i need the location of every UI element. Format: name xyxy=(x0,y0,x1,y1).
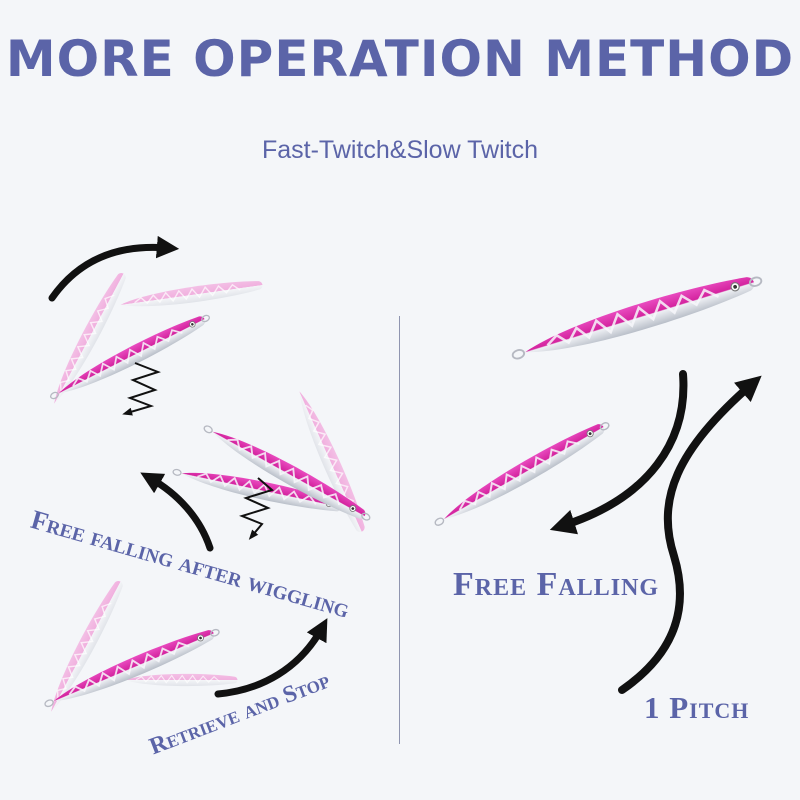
label-1-pitch: 1 Pitch xyxy=(644,690,750,725)
ghost-lure xyxy=(43,577,129,717)
zigzag-arrow-icon xyxy=(238,477,275,540)
curved-arrow-icon xyxy=(140,472,214,552)
ghost-lure xyxy=(124,673,239,687)
label-free-falling: Free Falling xyxy=(453,566,660,603)
lure-group-right xyxy=(429,266,767,694)
page-subtitle: Fast-Twitch&Slow Twitch xyxy=(261,136,538,164)
lure xyxy=(507,266,767,370)
center-divider xyxy=(399,316,400,744)
curved-arrow-icon xyxy=(48,235,180,302)
page-title: MORE OPERATION METHOD xyxy=(5,30,795,88)
lure xyxy=(198,418,376,528)
ghost-lure xyxy=(118,276,265,314)
curved-arrow-icon xyxy=(214,618,328,698)
zigzag-arrow-icon xyxy=(122,362,161,416)
lure-group-bottom-left xyxy=(40,577,328,717)
pitch-arrow-icon xyxy=(618,375,762,694)
falling-arrow-icon xyxy=(549,370,688,535)
lure-group-top-left xyxy=(45,235,265,416)
lure-group-middle-left xyxy=(140,387,376,552)
